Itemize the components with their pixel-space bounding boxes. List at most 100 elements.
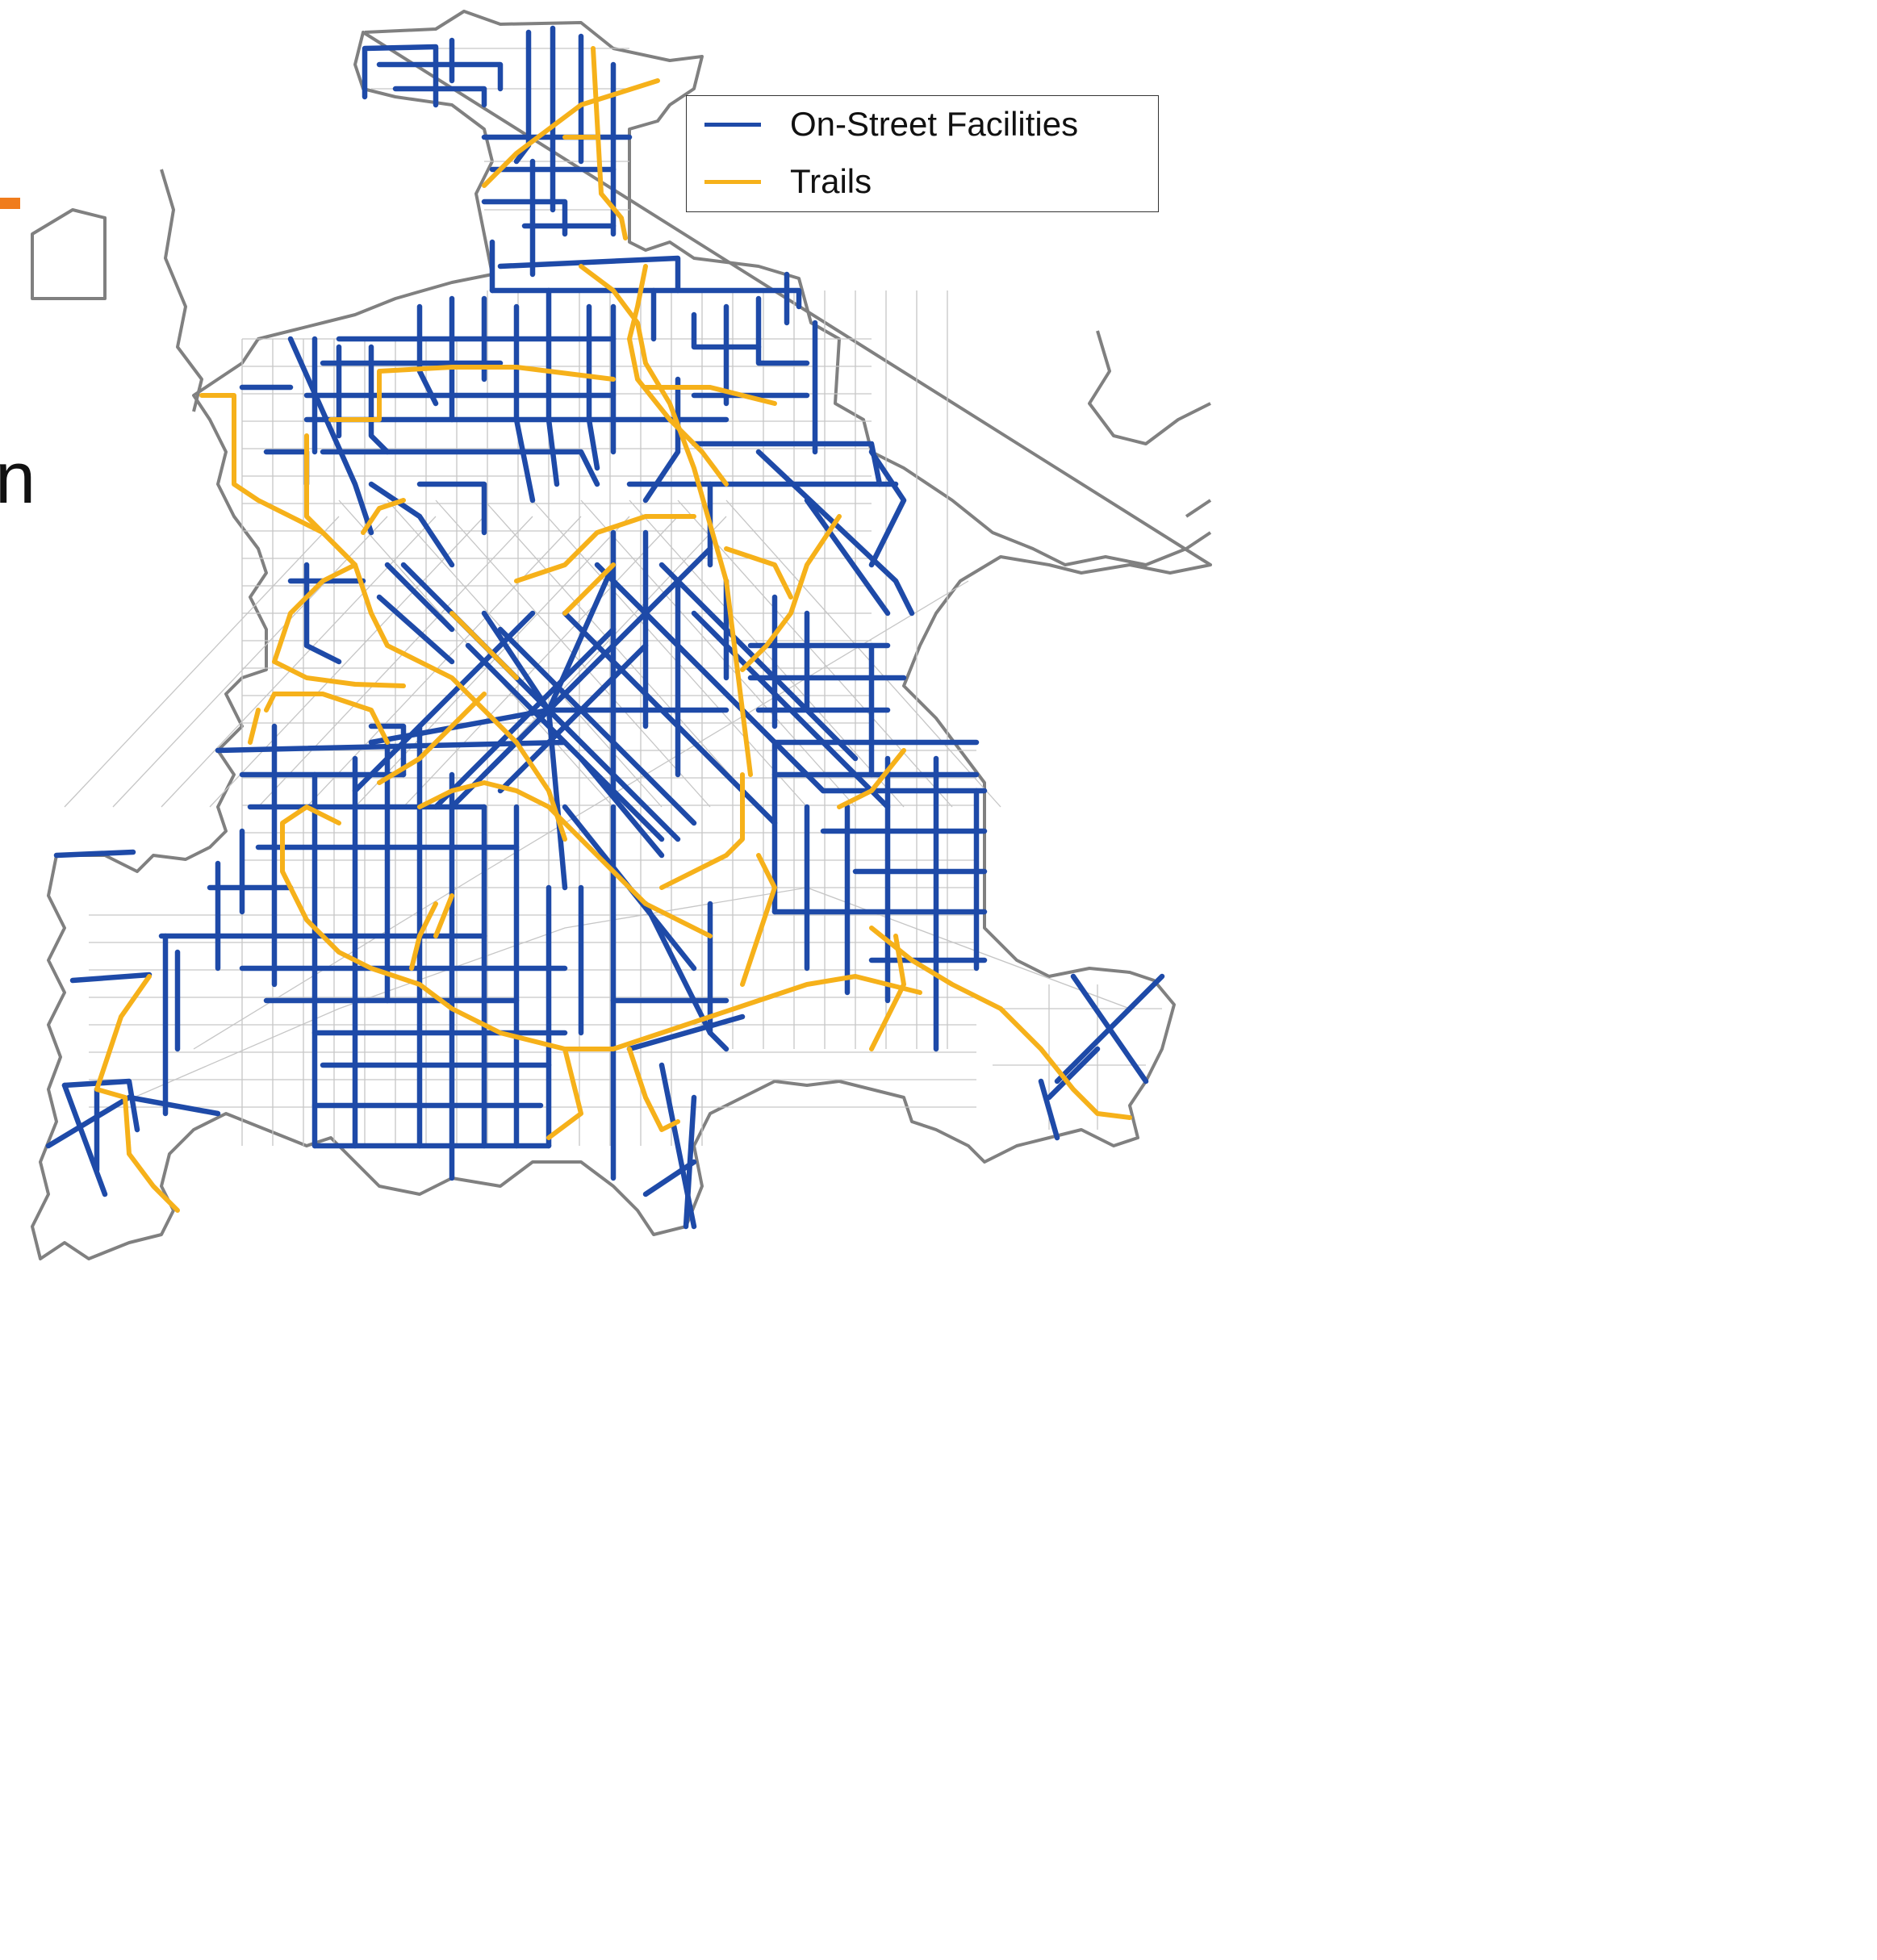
on-street-facility-segment bbox=[691, 392, 883, 487]
street-line bbox=[354, 516, 630, 808]
on-street-facility-segment bbox=[1038, 1078, 1060, 1141]
trail-segment bbox=[94, 974, 180, 1213]
map-legend: On-Street Facilities Trails bbox=[686, 95, 1159, 212]
trail-segment bbox=[328, 365, 616, 422]
on-street-facility-segment bbox=[376, 594, 455, 665]
trail-segment bbox=[248, 708, 261, 745]
street-line bbox=[403, 516, 679, 808]
trail-segment bbox=[264, 692, 390, 745]
legend-label-trails: Trails bbox=[790, 162, 872, 200]
street-line bbox=[112, 516, 388, 808]
street-line bbox=[483, 499, 759, 808]
trail-segment bbox=[740, 514, 842, 672]
trail-segment bbox=[449, 611, 519, 680]
on-street-facility-segment bbox=[481, 610, 552, 713]
trail-segment bbox=[514, 514, 696, 583]
trail-segment bbox=[417, 780, 713, 938]
on-street-facility-segment bbox=[658, 562, 859, 762]
orange-line-swatch-icon bbox=[704, 179, 761, 184]
on-street-facility-segment bbox=[368, 481, 455, 568]
trail-segment bbox=[377, 692, 487, 785]
on-street-facility-segment bbox=[594, 562, 826, 794]
on-street-facility-segment bbox=[287, 336, 374, 536]
on-street-facility-segment bbox=[392, 86, 487, 108]
trail-segment bbox=[869, 926, 1132, 1120]
trail-segment bbox=[627, 1047, 680, 1132]
trail-segment bbox=[724, 546, 793, 600]
on-street-facility-segment bbox=[61, 1082, 108, 1197]
on-street-facility-segment bbox=[626, 1013, 746, 1052]
on-street-facility-segment bbox=[416, 481, 487, 536]
on-street-facility-segment bbox=[376, 61, 504, 92]
slide-accent-bar bbox=[0, 198, 20, 209]
trail-segment bbox=[643, 385, 777, 406]
on-street-facility-segment bbox=[53, 849, 136, 859]
legend-label-on-street: On-Street Facilities bbox=[790, 105, 1079, 143]
on-street-facility-segment bbox=[755, 295, 810, 366]
trail-segment bbox=[433, 893, 454, 938]
on-street-facility-segment bbox=[546, 287, 560, 487]
on-street-facility-segment bbox=[1070, 973, 1149, 1084]
on-street-facility-segment bbox=[384, 562, 455, 633]
trails-layer bbox=[94, 46, 1132, 1213]
dark-blue-line-swatch-icon bbox=[704, 122, 761, 127]
on-street-facility-segment bbox=[368, 344, 391, 455]
on-street-facility-segment bbox=[61, 1078, 140, 1133]
on-street-facility-segment bbox=[578, 755, 665, 859]
boundary-segment bbox=[160, 169, 203, 412]
boundary-segment bbox=[1185, 499, 1212, 518]
on-street-facility-segment bbox=[755, 449, 915, 616]
street-line bbox=[725, 499, 1001, 808]
trail-segment bbox=[280, 804, 922, 1051]
on-street-facility-segment bbox=[416, 303, 439, 407]
trail-segment bbox=[627, 264, 729, 487]
on-street-facility-segment bbox=[481, 199, 568, 237]
trail-segment bbox=[272, 562, 406, 688]
on-street-facility-segment bbox=[69, 972, 153, 984]
trail-segment bbox=[409, 901, 438, 971]
on-street-facility-segment bbox=[513, 29, 532, 165]
on-street-facility-segment bbox=[562, 610, 778, 826]
trail-segment bbox=[591, 46, 628, 240]
legend-item-on-street: On-Street Facilities bbox=[687, 100, 1158, 148]
on-street-facility-segment bbox=[586, 303, 600, 471]
trail-segment bbox=[740, 853, 777, 987]
on-street-facility-segment bbox=[320, 449, 600, 487]
on-street-facility-segment bbox=[489, 287, 802, 310]
street-line bbox=[161, 516, 437, 808]
on-street-facility-segment bbox=[804, 497, 891, 616]
dallas-bike-network-map bbox=[31, 10, 1212, 1260]
trail-segment bbox=[659, 772, 745, 890]
street-line bbox=[193, 580, 969, 1050]
trail-segment bbox=[546, 1047, 583, 1140]
street-line bbox=[580, 499, 856, 808]
street-line bbox=[629, 499, 905, 808]
on-street-facility-segment bbox=[368, 707, 552, 746]
on-street-facility-segment bbox=[868, 449, 907, 568]
trail-segment bbox=[837, 748, 906, 809]
on-street-facility-segment bbox=[691, 311, 762, 350]
trail-segment bbox=[199, 393, 567, 842]
on-street-facility-segment bbox=[433, 626, 617, 810]
trail-segment bbox=[304, 433, 349, 559]
on-street-facility-segment bbox=[513, 303, 536, 504]
street-line bbox=[257, 516, 533, 808]
on-street-facilities-layer bbox=[45, 25, 1165, 1230]
street-line bbox=[209, 516, 485, 808]
trail-segment bbox=[579, 264, 753, 777]
trail-segment bbox=[869, 934, 906, 1051]
on-street-facility-segment bbox=[362, 44, 439, 108]
on-street-facility-segment bbox=[642, 1159, 697, 1197]
on-street-facility-segment bbox=[497, 255, 681, 294]
street-line bbox=[993, 984, 1162, 1130]
on-street-facility-segment bbox=[521, 158, 617, 278]
cut-off-slide-text: n bbox=[0, 438, 36, 519]
street-line bbox=[96, 887, 1131, 1114]
on-street-facility-segment bbox=[546, 545, 713, 713]
street-line bbox=[64, 516, 340, 808]
on-street-facility-segment bbox=[303, 562, 342, 665]
street-line bbox=[677, 499, 953, 808]
trail-segment bbox=[361, 498, 406, 535]
on-street-facility-segment bbox=[352, 610, 536, 794]
trail-segment bbox=[482, 78, 660, 188]
